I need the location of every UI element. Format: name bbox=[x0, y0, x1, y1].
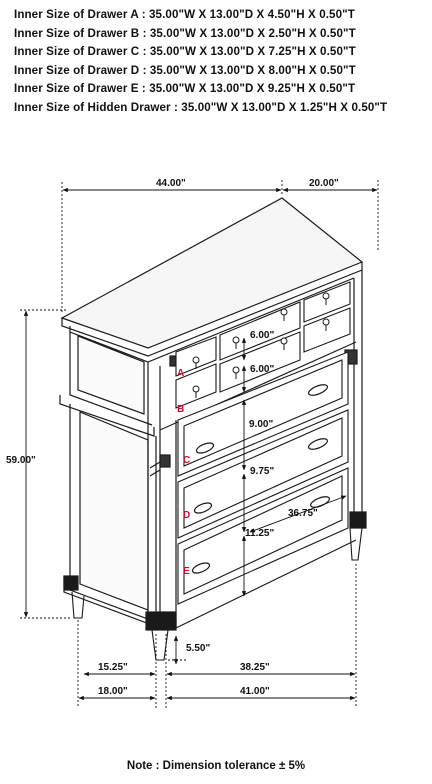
dim-drawer-a-height: 6.00" bbox=[250, 330, 274, 341]
dim-drawer-inner-width: 36.75" bbox=[288, 508, 318, 519]
top-drawers bbox=[175, 281, 351, 409]
spec-drawer-b: Inner Size of Drawer B : 35.00"W X 13.00… bbox=[14, 26, 356, 40]
spec-drawer-e: Inner Size of Drawer E : 35.00"W X 13.00… bbox=[14, 82, 356, 96]
dim-drawer-d-height: 9.75" bbox=[250, 466, 274, 477]
dim-side-outer: 18.00" bbox=[98, 686, 128, 697]
drawer-label-c: C bbox=[183, 455, 190, 466]
dim-front-outer: 41.00" bbox=[240, 686, 270, 697]
drawer-label-a: A bbox=[177, 368, 184, 379]
dim-drawer-e-height: 11.25" bbox=[245, 528, 274, 539]
dim-front-inner: 38.25" bbox=[240, 662, 270, 673]
drawer-letters: A B C D E bbox=[177, 368, 190, 577]
dim-leg-height: 5.50" bbox=[186, 643, 210, 654]
drawer-label-e: E bbox=[183, 566, 190, 577]
drawer-specs: Inner Size of Drawer A : 35.00"W X 13.00… bbox=[14, 6, 387, 118]
chest-legs bbox=[71, 527, 363, 661]
spec-hidden-drawer: Inner Size of Hidden Drawer : 35.00"W X … bbox=[14, 100, 388, 114]
spec-drawer-d: Inner Size of Drawer D : 35.00"W X 13.00… bbox=[14, 63, 356, 77]
drawer-knobs bbox=[192, 292, 330, 398]
dim-drawer-b-height: 6.00" bbox=[250, 364, 274, 375]
spec-drawer-c: Inner Size of Drawer C : 35.00"W X 13.00… bbox=[14, 45, 356, 59]
spec-drawer-a: Inner Size of Drawer A : 35.00"W X 13.00… bbox=[14, 8, 355, 21]
dim-height: 59.00" bbox=[6, 455, 36, 466]
dim-drawer-c-height: 9.00" bbox=[249, 419, 273, 430]
chest-top bbox=[60, 197, 364, 363]
dimension-lines bbox=[20, 180, 379, 708]
dim-side-inner: 15.25" bbox=[98, 662, 128, 673]
drawer-label-d: D bbox=[183, 510, 190, 521]
dimension-labels: 44.00" 20.00" 59.00" 6.00" 6.00" 9.00" 9… bbox=[6, 178, 339, 697]
dim-depth-top: 20.00" bbox=[309, 178, 339, 189]
dim-width-top: 44.00" bbox=[156, 178, 186, 189]
tolerance-note: Note : Dimension tolerance ± 5% bbox=[126, 760, 306, 772]
chest-front-frame bbox=[63, 270, 367, 631]
drawer-label-b: B bbox=[177, 404, 184, 415]
